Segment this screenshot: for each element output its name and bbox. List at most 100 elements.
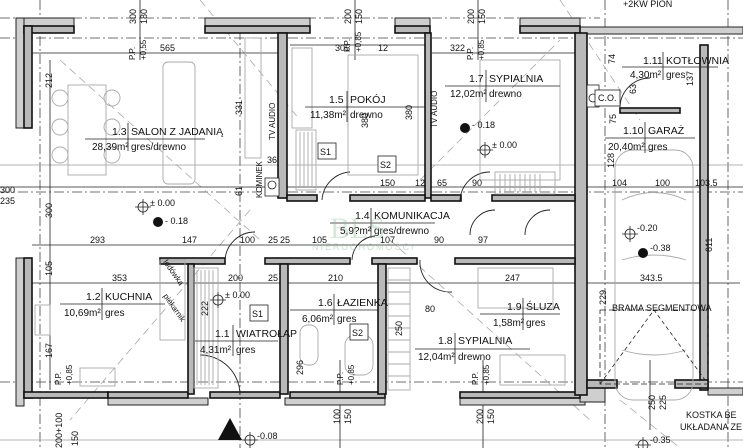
plan-text: 25 [268, 235, 278, 245]
plan-text: SYPIALNIA [489, 73, 543, 85]
plan-text: gres/drewno [131, 142, 186, 153]
level-marker: -0.38 [638, 243, 671, 258]
plan-text: 75 [608, 114, 618, 124]
plan-text: BLS [330, 212, 385, 245]
level-marker: ± 0.00 [477, 140, 517, 158]
plan-text: 1.9 [507, 301, 522, 313]
plan-text: 200+100 [54, 413, 64, 448]
plan-text: 212 [44, 73, 54, 88]
plan-text: P.P. [128, 47, 137, 60]
plan-text: 611 [704, 238, 714, 252]
plan-text: 380 [404, 105, 414, 120]
plan-text: 80 [425, 304, 435, 314]
plan-text: KOMINEK [255, 160, 264, 198]
plan-text: S1 [252, 309, 263, 319]
plan-text: 20,40m² [608, 142, 645, 153]
plan-text: 104 [612, 178, 627, 188]
plan-text: 74 [607, 54, 617, 64]
plan-text: 1.10 [623, 125, 644, 137]
level-marker: -0.08 [242, 431, 278, 448]
plan-text: 105 [44, 261, 54, 276]
plan-text: drewno [489, 89, 522, 100]
plan-text: WIATROŁAP [236, 328, 297, 340]
plan-text: +0,55 [139, 39, 148, 60]
plan-text: 1.2 [86, 291, 101, 303]
plan-text: 150 [354, 9, 364, 24]
plan-text: 5,9?m² [340, 226, 372, 237]
plan-text: 565 [160, 43, 175, 53]
plan-text: 353 [112, 273, 127, 283]
plan-text: 200 [343, 9, 353, 24]
plan-text: 65 [437, 178, 447, 188]
level-marker: - 0.18 [153, 216, 188, 227]
plan-text: 36 [267, 155, 277, 165]
plan-text: 150 [343, 409, 353, 424]
plan-text: +0,85 [482, 364, 491, 385]
plan-text: 225 [658, 395, 668, 410]
plan-text: 300 [44, 203, 54, 218]
dimension-texts: 565 305 322 212 331 380 36 61 150 65 90 … [0, 9, 718, 448]
walls [23, 25, 709, 399]
plan-text: 235 [0, 196, 15, 206]
plan-text: 128 [606, 153, 616, 168]
plan-text: 4,31m² [200, 345, 232, 356]
entrance-arrow-icon [218, 418, 242, 440]
plan-text: P.P. [466, 47, 475, 60]
plan-text: 150 [70, 431, 80, 446]
plan-text: - 0.18 [472, 120, 495, 130]
plan-text: 167 [44, 343, 54, 358]
plan-text: gres [666, 70, 685, 81]
plan-text: 300 [128, 9, 138, 24]
plan-text: P.P. [343, 39, 352, 52]
plan-text: gres [337, 314, 356, 325]
plan-text: P.P. [54, 372, 63, 385]
plan-text: - 0.18 [165, 216, 188, 226]
plan-text: 1.7 [469, 73, 484, 85]
plan-text: ± 0.00 [225, 290, 250, 300]
plan-text: 247 [505, 273, 520, 283]
plan-text: P.P. [471, 372, 480, 385]
plan-text: 1.3 [112, 126, 127, 138]
plan-text: 4,30m² [630, 70, 662, 81]
plan-text: 137 [685, 71, 695, 86]
plan-text: BRAMA SEGMENTOWA [612, 303, 712, 313]
plan-text: gres [236, 345, 255, 356]
plan-text: 150 [380, 178, 395, 188]
plan-text: 12 [415, 178, 425, 188]
plan-text: 300 [0, 185, 15, 195]
plan-text: 322 [450, 43, 465, 53]
plan-text: 200 [466, 9, 476, 24]
level-marker: - 0.18 [460, 120, 495, 133]
plan-text: gres [648, 142, 667, 153]
plan-text: 63 [628, 84, 638, 94]
plan-text: 6,06m² [302, 314, 334, 325]
plan-text: piekarnik [161, 292, 187, 324]
plan-text: +0,85 [477, 39, 486, 60]
plan-text: 11,38m² [310, 110, 347, 121]
plan-text: gres [105, 308, 124, 319]
plan-text: 200 [475, 409, 485, 424]
plan-text: 90 [434, 235, 444, 245]
plan-text: 380 [360, 113, 370, 128]
plan-text: ŚLUZA [526, 300, 560, 313]
plan-text: KUCHNIA [105, 291, 152, 303]
plan-text: drewno [350, 110, 383, 121]
plan-text: 28,39m² [92, 142, 129, 153]
level-marker: -0.35 [635, 435, 671, 448]
plan-text: NIERUCHOMOŚCI [312, 241, 416, 252]
plan-text: drewno [458, 352, 491, 363]
level-marker: ± 0.00 [135, 198, 175, 215]
plan-text: 25 [268, 273, 278, 283]
elevation-markers: ± 0.00 - 0.18 ± 0.00 - 0.18 ± 0.00 -0.20… [135, 120, 671, 448]
plan-text: KOTŁOWNIA [666, 55, 729, 67]
plan-text: P.P. [336, 372, 345, 385]
plan-text: 229 [598, 290, 608, 305]
plan-text: ± 0.00 [492, 140, 517, 150]
